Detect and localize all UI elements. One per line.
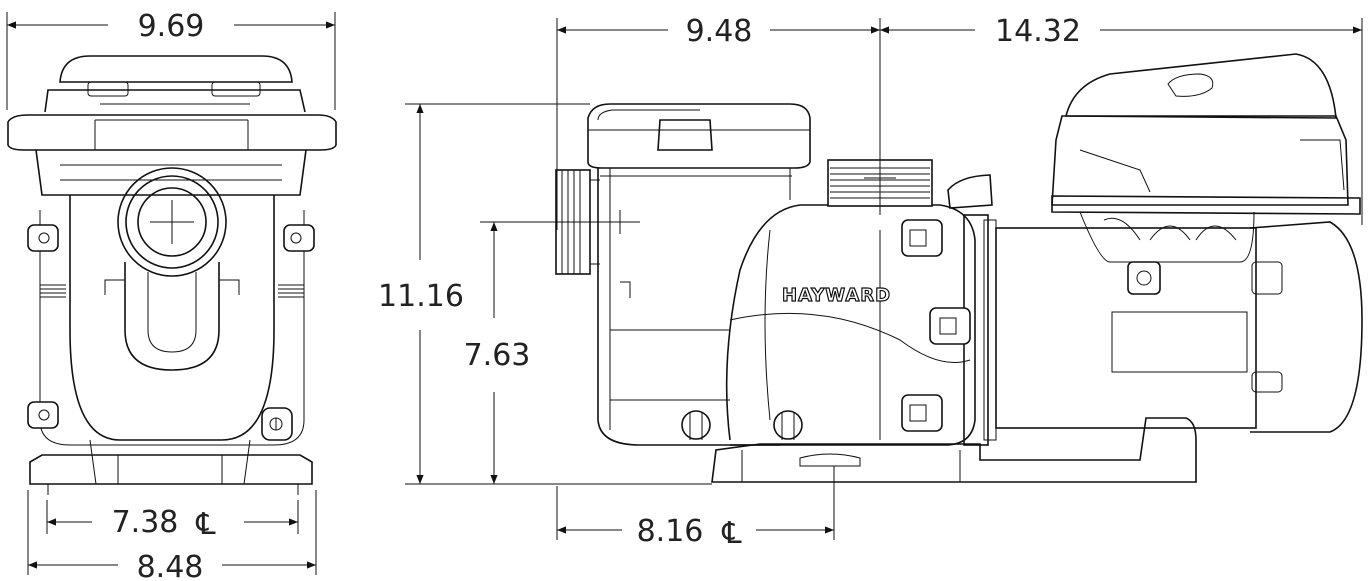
base-length-dimension: 8.16	[637, 514, 704, 549]
front-width-dimension: 9.69	[138, 9, 205, 44]
centerline-symbol-side: ℄	[721, 516, 741, 551]
dimension-lines	[6, 12, 1363, 575]
front-base-inner-dimension: 7.38	[112, 505, 179, 540]
centerline-height-dimension: 7.63	[464, 338, 531, 373]
front-view	[7, 55, 337, 495]
centerline-symbol-front: ℄	[195, 507, 215, 542]
strainer-length-dimension: 9.48	[686, 14, 753, 49]
overall-height-dimension: 11.16	[378, 279, 464, 314]
front-base-outer-dimension: 8.48	[137, 550, 204, 581]
side-view	[540, 53, 1363, 496]
motor-length-dimension: 14.32	[995, 14, 1081, 49]
brand-label: HAYWARD	[782, 285, 891, 306]
